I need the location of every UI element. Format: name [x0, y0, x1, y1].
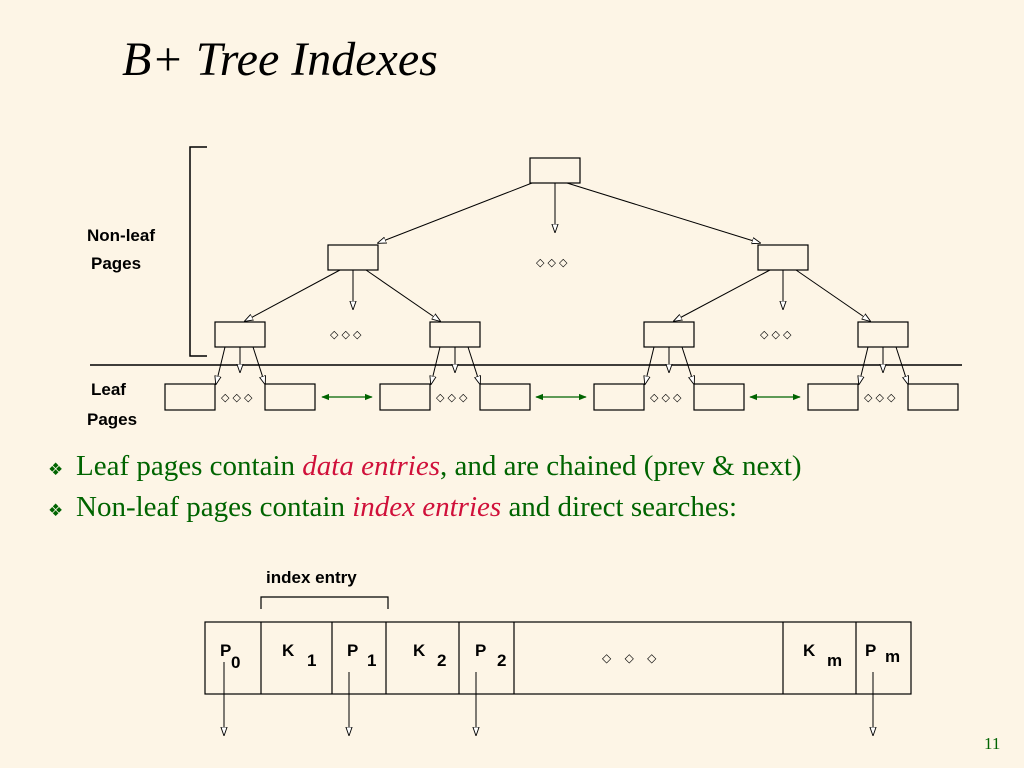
- slide-title: B+ Tree Indexes: [122, 33, 438, 86]
- level1-left-ellipsis: ◇ ◇ ◇: [330, 329, 362, 341]
- level2-node-1: [214, 321, 266, 348]
- level2-3-pointer-2: [681, 346, 694, 384]
- leaf-page-1: [164, 383, 216, 411]
- level2-2-pointer-0: [431, 346, 441, 384]
- index-pm-label: P: [865, 641, 876, 660]
- bullet-text: Leaf pages contain data entries, and are…: [76, 450, 802, 482]
- index-p0-subscript: 0: [231, 653, 240, 672]
- index-pm-subscript: m: [885, 647, 900, 666]
- leaf-page-5: [593, 383, 645, 411]
- level2-1-pointer-2: [252, 346, 265, 384]
- leaf-page-8: [907, 383, 959, 411]
- bullet-list: ❖ Leaf pages contain data entries, and a…: [48, 450, 802, 532]
- nonleaf-label-line1: Non-leaf: [87, 226, 155, 245]
- level1-left-pointer-2: [365, 269, 440, 321]
- level2-2-pointer-2: [467, 346, 480, 384]
- index-p1-subscript: 1: [367, 651, 376, 670]
- index-node-outline: [204, 621, 912, 695]
- root-node: [529, 157, 581, 184]
- leaf-label-line2: Pages: [87, 410, 137, 429]
- level1-right-pointer-0: [674, 269, 771, 321]
- bullet-item: ❖ Leaf pages contain data entries, and a…: [48, 450, 802, 491]
- level1-node-right: [757, 244, 809, 271]
- leaf-page-3: [379, 383, 431, 411]
- level2-1-pointer-0: [216, 346, 226, 384]
- index-km-subscript: m: [827, 651, 842, 670]
- level2-node-3: [643, 321, 695, 348]
- index-k2-subscript: 2: [437, 651, 446, 670]
- bullet-text: Non-leaf pages contain index entries and…: [76, 491, 738, 523]
- diamond-bullet-icon: ❖: [48, 460, 64, 479]
- level1-node-left: [327, 244, 379, 271]
- leaf-ellipsis-2: ◇ ◇ ◇: [436, 392, 468, 404]
- level1-right-ellipsis: ◇ ◇ ◇: [760, 329, 792, 341]
- index-entry-label: index entry: [266, 568, 357, 587]
- leaf-ellipsis-4: ◇ ◇ ◇: [864, 392, 896, 404]
- level1-left-pointer-0: [245, 269, 341, 321]
- root-pointer-left: [378, 182, 533, 243]
- leaf-page-4: [479, 383, 531, 411]
- index-p2-subscript: 2: [497, 651, 506, 670]
- index-entry-bracket: [260, 596, 389, 609]
- leaf-ellipsis-3: ◇ ◇ ◇: [650, 392, 682, 404]
- level2-4-pointer-0: [859, 346, 869, 384]
- nonleaf-bracket: [189, 146, 207, 357]
- level2-node-2: [429, 321, 481, 348]
- index-k1-label: K: [282, 641, 295, 660]
- leaf-page-7: [807, 383, 859, 411]
- level1-right-pointer-2: [795, 269, 870, 321]
- level2-3-pointer-0: [645, 346, 655, 384]
- leaf-label-line1: Leaf: [91, 380, 126, 399]
- index-km-label: K: [803, 641, 816, 660]
- index-p2-label: P: [475, 641, 486, 660]
- page-number: 11: [984, 734, 1001, 753]
- root-pointer-right: [566, 182, 760, 243]
- index-k1-subscript: 1: [307, 651, 316, 670]
- index-p1-label: P: [347, 641, 358, 660]
- nonleaf-label-line2: Pages: [91, 254, 141, 273]
- diamond-bullet-icon: ❖: [48, 501, 64, 520]
- leaf-page-6: [693, 383, 745, 411]
- root-level-ellipsis: ◇ ◇ ◇: [536, 257, 568, 269]
- index-ellipsis: ◇ ◇ ◇: [602, 651, 657, 665]
- leaf-page-2: [264, 383, 316, 411]
- level2-node-4: [857, 321, 909, 348]
- index-p0-label: P: [220, 641, 231, 660]
- index-k2-label: K: [413, 641, 426, 660]
- bullet-item: ❖ Non-leaf pages contain index entries a…: [48, 491, 802, 532]
- leaf-ellipsis-1: ◇ ◇ ◇: [221, 392, 253, 404]
- level2-4-pointer-2: [895, 346, 908, 384]
